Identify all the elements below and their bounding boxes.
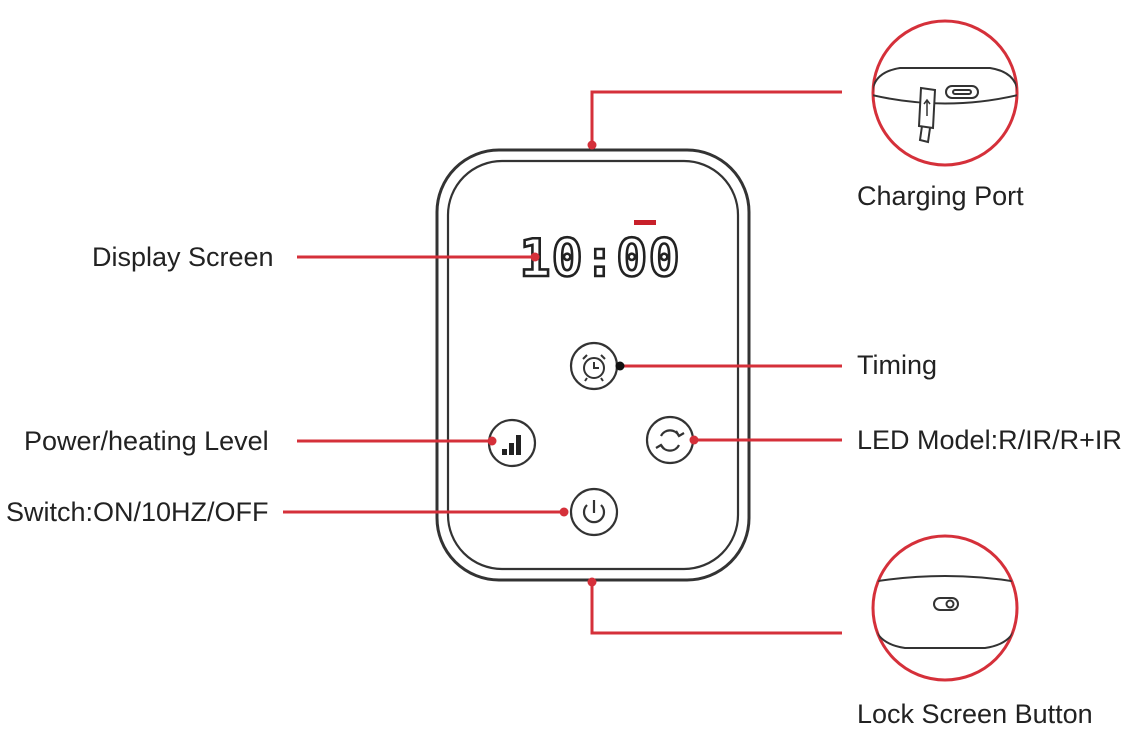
signal-bars-icon [502,435,521,455]
leader-lock-screen [590,580,842,635]
alarm-clock-icon [582,354,606,382]
leader-dots [487,140,699,587]
leader-charging-port [590,90,842,145]
label-lock-screen: Lock Screen Button [857,699,1093,729]
label-power-level: Power/heating Level [24,426,269,456]
usb-plug-icon [917,86,937,144]
lock-screen-callout [871,534,1019,682]
label-switch: Switch:ON/10HZ/OFF [6,497,269,527]
leader-lines [283,90,842,635]
display-screen: 10:00 [518,220,681,290]
charging-port-callout [871,19,1019,167]
led-mode-button[interactable] [645,415,695,465]
cycle-icon [655,429,685,452]
display-indicator-bar [634,220,656,225]
label-display-screen: Display Screen [92,242,274,272]
label-led-model: LED Model:R/IR/R+IR [857,425,1122,455]
label-timing: Timing [857,350,938,380]
timing-button[interactable] [569,341,619,391]
power-level-button[interactable] [487,418,537,468]
slide-switch-icon [933,597,959,611]
label-charging-port: Charging Port [857,181,1024,211]
display-time: 10:00 [519,229,681,289]
power-icon [582,500,606,524]
switch-button[interactable] [569,487,619,537]
